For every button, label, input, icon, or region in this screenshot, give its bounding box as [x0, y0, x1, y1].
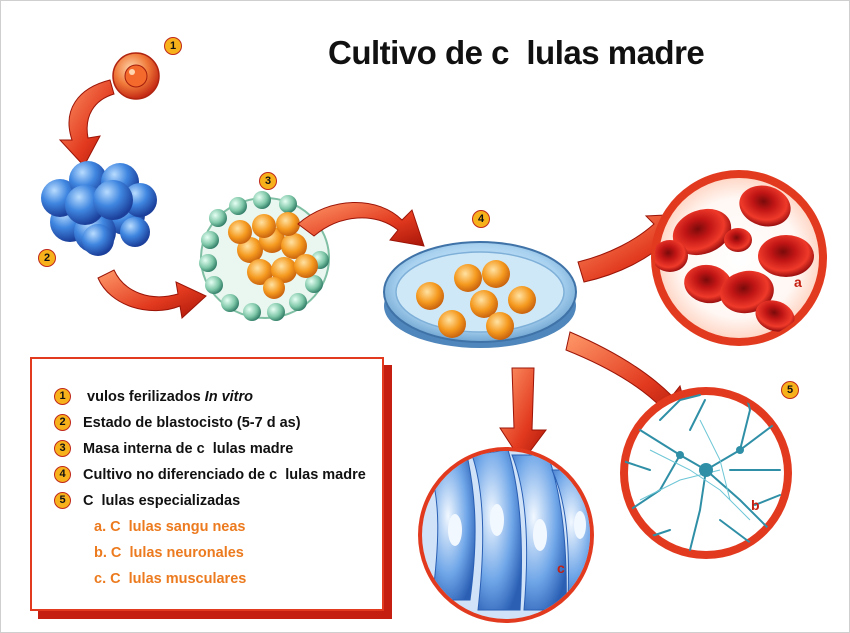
legend-badge-3: 3	[54, 440, 71, 457]
legend-subitem-c: c. C lulas musculares	[94, 571, 247, 587]
legend-badge-1: 1	[54, 388, 71, 405]
panel-letter-c: c	[557, 560, 565, 576]
legend-text-2: Estado de blastocisto (5-7 d as)	[83, 414, 301, 431]
legend-item-2: 2 Estado de blastocisto (5-7 d as)	[54, 414, 301, 431]
panel-letter-a: a	[794, 274, 802, 290]
legend-box: 1 vulos ferilizados In vitro 2 Estado de…	[30, 357, 384, 611]
legend-text-3: Masa interna de c lulas madre	[83, 440, 294, 457]
step-badge-3: 3	[259, 172, 277, 190]
fertilized-egg	[112, 52, 160, 100]
legend-text-4: Cultivo no diferenciado de c lulas madre	[83, 466, 366, 483]
legend-italic-1: In vitro	[204, 388, 254, 405]
panel-letter-b: b	[751, 497, 760, 513]
step-badge-4: 4	[472, 210, 490, 228]
petri-dish	[383, 241, 577, 348]
legend-item-1: 1 vulos ferilizados In vitro	[54, 388, 253, 405]
arrow-blastocyst-to-dish	[297, 202, 425, 247]
legend-text-5: C lulas especializadas	[83, 492, 241, 509]
legend-item-5: 5 C lulas especializadas	[54, 492, 240, 509]
arrow-egg-to-blastocyst	[58, 79, 115, 167]
step-badge-2: 2	[38, 249, 56, 267]
legend-item-4: 4 Cultivo no diferenciado de c lulas mad…	[54, 466, 366, 483]
step-badge-1: 1	[164, 37, 182, 55]
step-badge-5: 5	[781, 381, 799, 399]
legend-badge-5: 5	[54, 492, 71, 509]
legend-text-1: vulos ferilizados	[83, 388, 205, 405]
panel-neurons	[620, 387, 792, 559]
panel-blood-cells	[651, 170, 827, 346]
arrow-dish-to-muscle	[499, 367, 547, 463]
cell-cluster	[41, 161, 157, 256]
legend-badge-4: 4	[54, 466, 71, 483]
arrow-cluster-to-blastocyst	[97, 269, 207, 319]
page-title: Cultivo de c lulas madre	[328, 34, 705, 71]
legend-badge-2: 2	[54, 414, 71, 431]
legend-subitem-b: b. C lulas neuronales	[94, 545, 244, 561]
blastocyst	[199, 191, 330, 321]
legend-item-3: 3 Masa interna de c lulas madre	[54, 440, 293, 457]
legend-subitem-a: a. C lulas sangu neas	[94, 519, 246, 535]
panel-muscle-cells	[418, 447, 594, 623]
